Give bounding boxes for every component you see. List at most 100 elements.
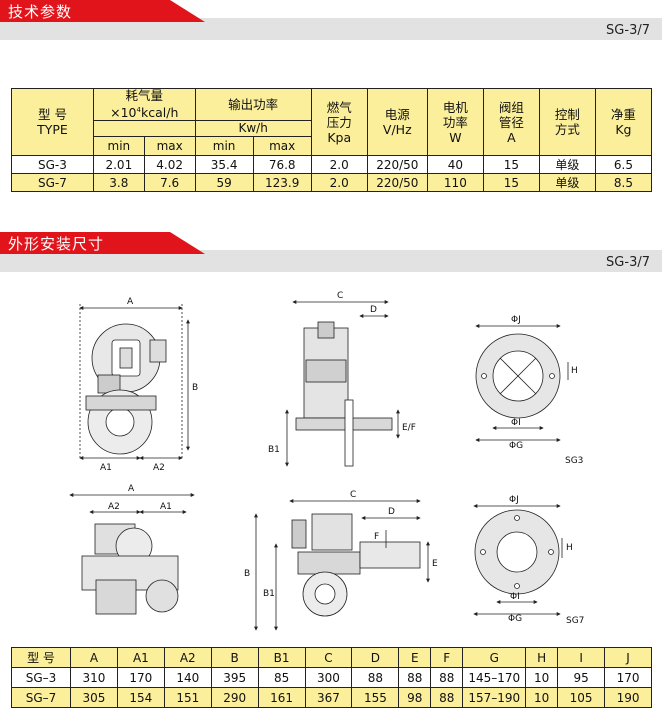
table-row: SG-3 2.01 4.02 35.4 76.8 2.0 220/50 40 1… [11,155,653,175]
tech-section-header: 技术参数 SG-3/7 [0,0,662,40]
dims-section-header: 外形安装尺寸 SG-3/7 [0,232,662,272]
section-model: SG-3/7 [606,255,650,270]
cell-power-min: 59 [194,173,254,193]
side-view-sg7 [254,499,430,631]
cell-gas-max: 4.02 [143,155,196,175]
section-model: SG-3/7 [606,23,650,38]
cell-power-max: 123.9 [252,173,312,193]
dim-cell: 140 [163,667,212,688]
label-E: E [432,559,438,569]
dim-header-cell: F [430,647,464,668]
cell-valve: 15 [482,173,540,193]
dim-header-cell: B1 [257,647,306,668]
flange-sg7 [473,504,563,616]
dim-cell: 105 [557,687,606,708]
front-view-sg7 [69,493,195,615]
flange-caption-sg7: SG7 [566,616,584,626]
cell-type: SG-7 [11,173,94,193]
dim-header-cell: I [557,647,606,668]
cell-gas-max: 7.6 [143,173,196,193]
label-H: H [571,366,578,376]
dim-header-cell: H [525,647,559,668]
label-PhiJ: ΦJ [511,315,521,325]
dim-cell: 95 [557,667,606,688]
label-F: F [374,532,379,542]
dim-cell: SG–3 [11,667,71,688]
label-D: D [388,507,395,517]
cell-voltage: 220/50 [366,155,428,175]
header-power-unit: Kw/h [194,120,312,138]
dim-cell: 161 [257,687,306,708]
cell-power-max: 76.8 [252,155,312,175]
dim-cell: 290 [210,687,259,708]
cell-weight: 8.5 [594,173,653,193]
cell-type: SG-3 [11,155,94,175]
dim-header-cell: 型 号 [11,647,71,668]
label-C: C [337,291,343,301]
dim-header-cell: C [304,647,353,668]
header-power: 输出功率 [194,87,312,122]
cell-control: 单级 [538,155,596,175]
cell-weight: 6.5 [594,155,653,175]
section-title: 技术参数 [8,3,73,21]
header-gas-spacer [92,120,196,138]
red-tab [0,0,205,22]
label-D: D [370,305,377,315]
cell-gas-min: 2.01 [92,155,145,175]
dim-cell: 395 [210,667,259,688]
dim-header-cell: A2 [163,647,212,668]
label-B1: B1 [268,445,280,455]
table-row: SG-7 3.8 7.6 59 123.9 2.0 220/50 110 15 … [11,173,653,193]
dim-cell: 88 [398,667,432,688]
dim-header-cell: A1 [116,647,165,668]
label-A1: A1 [160,502,172,512]
section-title: 外形安装尺寸 [8,235,105,253]
dim-header-cell: D [351,647,400,668]
label-B: B [244,569,250,579]
front-view-sg3 [79,304,190,460]
label-H: H [566,543,573,553]
header-bar [0,18,662,40]
table-row: SG–7 305 154 151 290 161 367 155 98 88 1… [11,687,652,708]
dim-cell: 155 [351,687,400,708]
header-gas: 耗气量 ×104kcal/h [92,87,196,122]
dim-header-cell: E [398,647,432,668]
label-C: C [350,490,356,500]
label-B1: B1 [263,589,275,599]
header-control: 控制方式 [538,87,596,157]
dim-cell: 305 [70,687,118,708]
dim-cell: 10 [525,667,559,688]
cell-voltage: 220/50 [366,173,428,193]
cell-gas-min: 3.8 [92,173,145,193]
cell-power-min: 35.4 [194,155,254,175]
label-A2: A2 [108,502,120,512]
label-EF: E/F [402,423,416,433]
dim-cell: 170 [116,667,165,688]
header-power-min: min [194,136,254,157]
dim-header-cell: B [210,647,259,668]
dim-cell: 367 [304,687,353,708]
cell-motor: 110 [426,173,484,193]
label-A: A [127,297,134,307]
dim-cell: 310 [70,667,118,688]
header-power-max: max [252,136,312,157]
technical-drawings: A B A1 A2 C D B1 E/F ΦJ H ΦI ΦG SG3 A A2… [69,291,584,631]
cell-pressure: 2.0 [310,155,368,175]
red-tab [0,232,205,254]
table-row: SG–3 310 170 140 395 85 300 88 88 88 145… [11,667,652,688]
dim-header-cell: G [462,647,527,668]
dim-cell: 88 [351,667,400,688]
dim-cell: 154 [116,687,165,708]
header-gas-max: max [143,136,196,157]
dim-cell: 145–170 [462,667,527,688]
dim-cell: 157–190 [462,687,527,708]
dim-cell: SG–7 [11,687,71,708]
cell-control: 单级 [538,173,596,193]
header-bar [0,250,662,272]
